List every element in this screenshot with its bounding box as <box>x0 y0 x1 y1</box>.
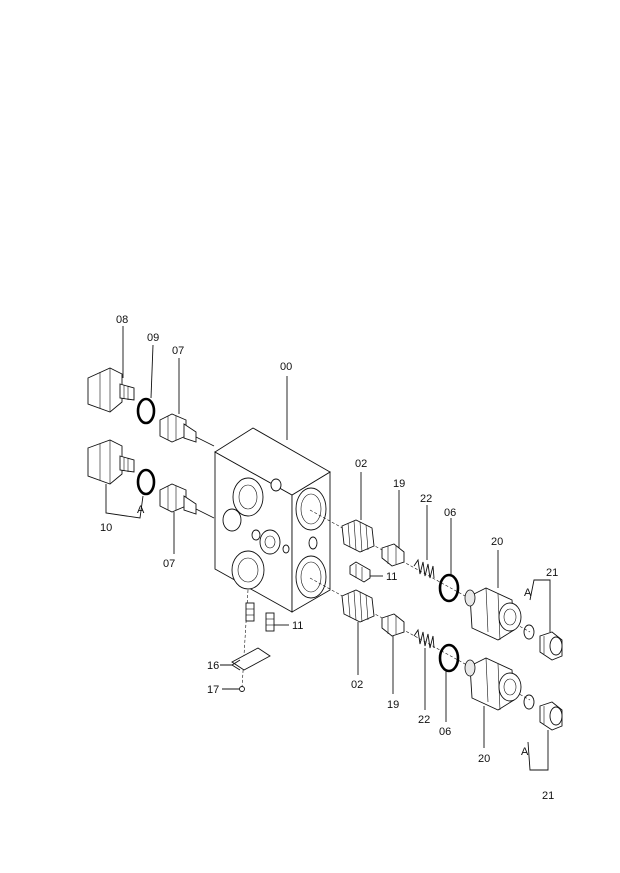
spring-22-upper <box>413 558 435 579</box>
leader-09 <box>150 344 154 399</box>
label-16: 16 <box>207 660 219 672</box>
plug-21-lower <box>539 701 563 731</box>
label-11-right: 11 <box>386 571 397 583</box>
label-07-bottom: 07 <box>163 558 175 570</box>
label-08: 08 <box>116 314 128 326</box>
cap-20-upper <box>464 587 522 641</box>
part-07-upper <box>159 413 215 447</box>
o-ring-06-lower <box>438 643 460 673</box>
label-20-top: 20 <box>491 536 503 548</box>
spool-02-lower <box>341 589 375 623</box>
label-21-top: 21 <box>546 567 558 579</box>
o-ring-06-upper <box>438 573 460 603</box>
label-00: 00 <box>280 361 292 373</box>
label-10: 10 <box>100 522 112 534</box>
label-06-top: 06 <box>444 507 456 519</box>
leader-16 <box>220 659 241 671</box>
bracket-21-lower <box>527 730 549 771</box>
bracket-10 <box>105 484 144 519</box>
o-ring-lower-left <box>136 468 156 496</box>
nameplate-16 <box>231 647 271 671</box>
label-A-top: A <box>524 587 532 599</box>
plug-10-lower <box>87 439 135 485</box>
screw-17 <box>239 686 245 692</box>
o-ring-21-lower <box>523 694 535 710</box>
label-21-bottom: 21 <box>542 790 554 802</box>
label-11-lower: 11 <box>292 620 303 632</box>
poppet-19-lower <box>381 613 405 637</box>
bracket-21-upper <box>529 579 551 632</box>
fitting-11-lower-b <box>265 612 275 632</box>
label-02-bottom: 02 <box>351 679 363 691</box>
fitting-11-right <box>349 561 371 583</box>
part-07-lower <box>159 483 215 519</box>
label-09: 09 <box>147 332 159 344</box>
o-ring-21-upper <box>523 624 535 640</box>
spring-22-lower <box>413 628 435 649</box>
spool-02-upper <box>341 519 375 553</box>
label-20-bottom: 20 <box>478 753 490 765</box>
plug-21-upper <box>539 631 563 661</box>
label-A-bottom: A <box>521 746 529 758</box>
label-A-left: A <box>137 504 145 516</box>
valve-block-00 <box>214 427 331 613</box>
label-22-top: 22 <box>420 493 432 505</box>
plug-08-upper <box>87 367 135 413</box>
label-19-bottom: 19 <box>387 699 399 711</box>
fitting-11-lower-a <box>245 602 255 622</box>
label-06-bottom: 06 <box>439 726 451 738</box>
label-22-bottom: 22 <box>418 714 430 726</box>
label-19-top: 19 <box>393 478 405 490</box>
o-ring-09-upper <box>136 397 156 425</box>
label-07-top: 07 <box>172 345 184 357</box>
poppet-19-upper <box>381 543 405 567</box>
cap-20-lower <box>464 657 522 711</box>
label-02-top: 02 <box>355 458 367 470</box>
label-17: 17 <box>207 684 219 696</box>
